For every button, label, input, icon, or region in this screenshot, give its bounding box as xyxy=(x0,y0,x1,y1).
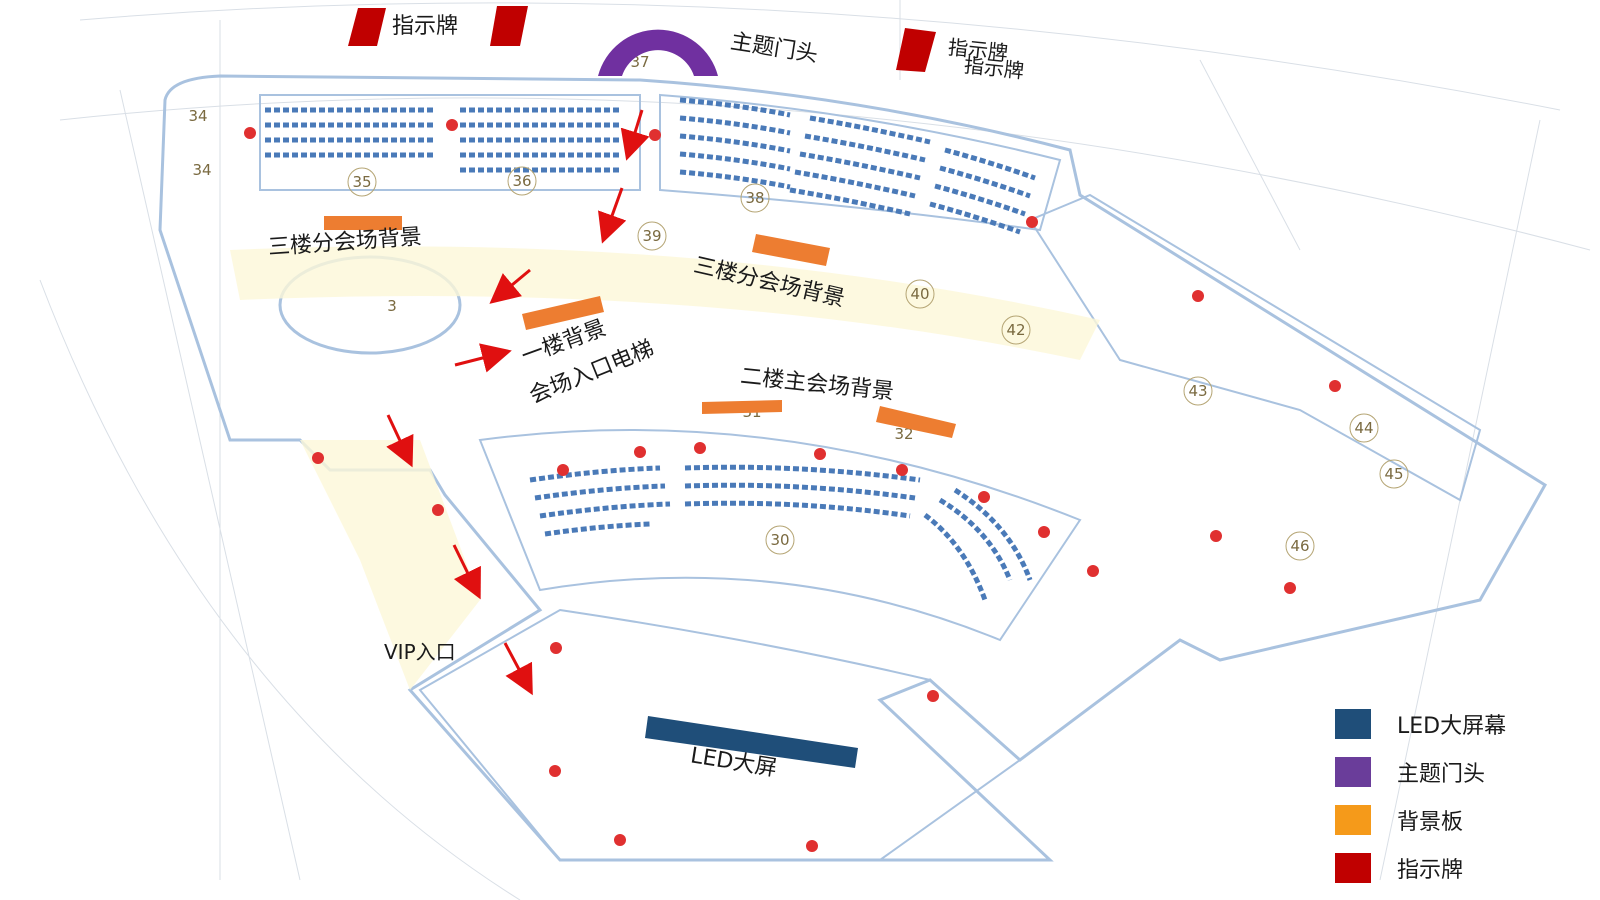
svg-text:38: 38 xyxy=(745,189,764,207)
svg-text:3: 3 xyxy=(387,297,397,315)
svg-text:44: 44 xyxy=(1354,419,1373,437)
room-number: 42 xyxy=(1001,315,1031,345)
svg-text:34: 34 xyxy=(188,107,207,125)
room-number: 30 xyxy=(765,525,795,555)
svg-text:42: 42 xyxy=(1006,321,1025,339)
arrow xyxy=(454,343,512,373)
room-number: 35 xyxy=(347,167,377,197)
legend-item-backdrop: 背景板 xyxy=(1335,796,1506,844)
sign-board xyxy=(348,8,386,46)
room-number: 32 xyxy=(894,425,913,443)
map-legend: LED大屏幕 主题门头 背景板 指示牌 xyxy=(1335,700,1506,892)
svg-text:43: 43 xyxy=(1188,382,1207,400)
room-number: 36 xyxy=(507,166,537,196)
legend-label: 指示牌 xyxy=(1397,858,1464,883)
legend-swatch xyxy=(1335,709,1371,739)
svg-text:46: 46 xyxy=(1290,537,1309,555)
arrow xyxy=(452,544,481,600)
arrow xyxy=(598,187,627,244)
svg-text:32: 32 xyxy=(894,425,913,443)
svg-text:39: 39 xyxy=(642,227,661,245)
svg-text:45: 45 xyxy=(1384,465,1403,483)
svg-text:40: 40 xyxy=(910,285,929,303)
backdrop-board xyxy=(702,400,782,414)
svg-text:30: 30 xyxy=(770,531,789,549)
sign-board xyxy=(896,28,936,72)
direction-arrows xyxy=(386,109,650,696)
arrow xyxy=(489,268,531,304)
room-number: 34 xyxy=(188,107,207,125)
svg-text:34: 34 xyxy=(192,161,211,179)
seating-area xyxy=(265,97,1036,601)
building-outline xyxy=(158,74,1548,862)
backdrop-board xyxy=(324,216,402,230)
arrow xyxy=(620,109,650,161)
sign-label-top-left: 指示牌 xyxy=(392,14,459,39)
room-number: 46 xyxy=(1285,531,1315,561)
room-number: 38 xyxy=(740,183,770,213)
room-number: 43 xyxy=(1183,376,1213,406)
sign-label-top-right-b: 指示牌 xyxy=(962,52,1026,84)
legend-label: 主题门头 xyxy=(1397,762,1486,787)
legend-label: LED大屏幕 xyxy=(1397,714,1507,739)
sign-board xyxy=(490,6,528,46)
corridor-tint xyxy=(230,246,1100,690)
legend-swatch xyxy=(1335,757,1371,787)
room-number: 3 xyxy=(387,297,397,315)
backdrop-boards xyxy=(324,216,956,438)
room-numbers: 34 34 35 36 37 38 39 40 42 43 44 45 46 3… xyxy=(188,53,1409,561)
arrow xyxy=(503,642,533,696)
legend-item-sign: 指示牌 xyxy=(1335,844,1506,892)
svg-text:36: 36 xyxy=(512,172,531,190)
legend-swatch xyxy=(1335,853,1371,883)
room-number: 45 xyxy=(1379,459,1409,489)
theme-gate-arch xyxy=(598,29,718,76)
svg-text:35: 35 xyxy=(352,173,371,191)
room-number: 44 xyxy=(1349,413,1379,443)
column-markers xyxy=(244,119,1341,852)
legend-swatch xyxy=(1335,805,1371,835)
legend-item-led: LED大屏幕 xyxy=(1335,700,1506,748)
legend-label: 背景板 xyxy=(1397,810,1464,835)
room-number: 40 xyxy=(905,279,935,309)
sign-boards xyxy=(348,6,936,72)
backdrop-board xyxy=(752,234,830,266)
led-screen-bar xyxy=(645,716,858,768)
backdrop-board xyxy=(876,406,956,438)
vip-entrance-label: VIP入口 xyxy=(384,640,456,664)
backdrop-board xyxy=(522,296,604,330)
legend-item-theme-gate: 主题门头 xyxy=(1335,748,1506,796)
room-number: 39 xyxy=(637,221,667,251)
arrow xyxy=(386,414,414,468)
room-number: 34 xyxy=(192,161,211,179)
